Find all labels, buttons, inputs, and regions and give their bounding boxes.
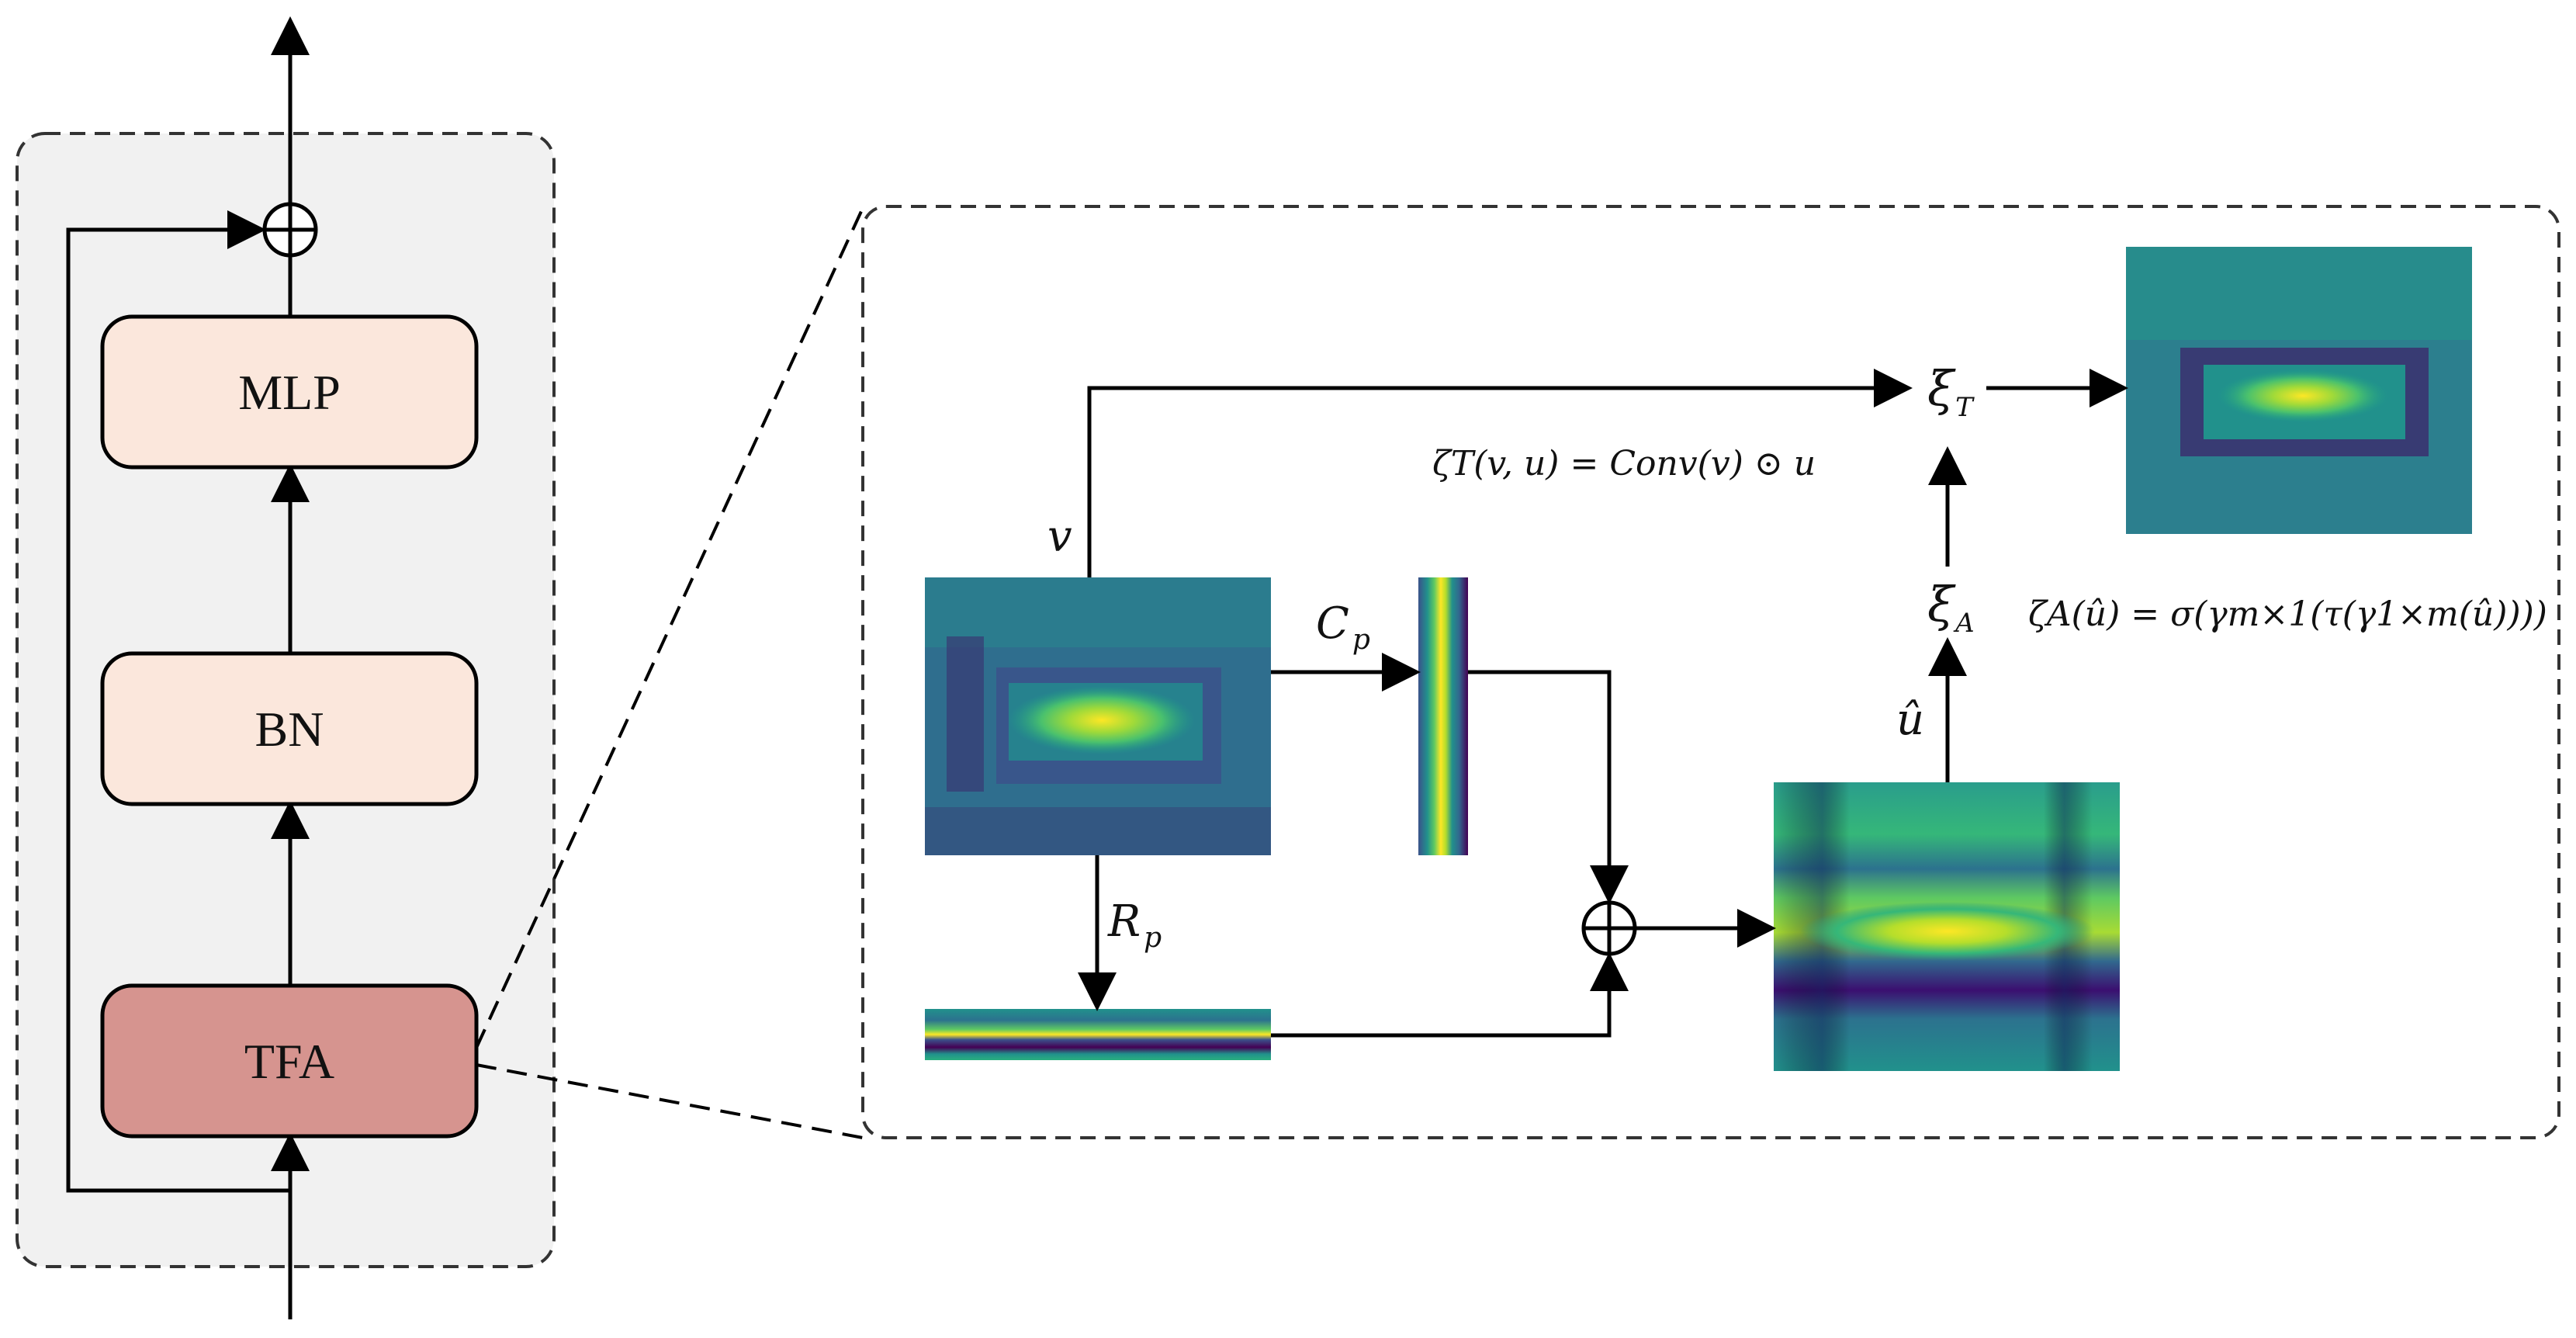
v-label: v <box>1047 511 1072 562</box>
xi-t-label: ξT <box>1927 360 1975 423</box>
tfa-label: TFA <box>244 1034 334 1089</box>
residual-add-node <box>262 202 318 258</box>
residual-connection <box>66 210 290 1193</box>
u-hat-label: û <box>1896 695 1924 745</box>
encoder-block-panel: MLP BN TFA <box>16 16 556 1319</box>
mlp-label: MLP <box>238 365 341 420</box>
zeta-a-formula: ζA(û) = σ(γm×1(τ(γ1×m(û)))) <box>2028 594 2547 634</box>
tfa-block: TFA <box>100 983 479 1139</box>
fused-feature-map <box>1774 782 2120 1071</box>
xi-a-label: ξA <box>1927 576 1975 639</box>
v-to-xi-t-arrow <box>1087 369 1913 577</box>
row-to-add-arrow <box>1271 952 1629 1038</box>
input-feature-map <box>925 577 1271 855</box>
column-to-add-arrow <box>1468 670 1629 904</box>
output-feature-map <box>2126 247 2472 534</box>
zeta-t-formula: ζT(v, u) = Conv(v) ⊙ u <box>1432 444 1816 484</box>
column-pooling-map <box>1418 577 1468 855</box>
mlp-block: MLP <box>100 314 479 470</box>
bn-label: BN <box>255 702 324 757</box>
row-pooling-map <box>925 1009 1271 1060</box>
bn-block: BN <box>100 651 479 806</box>
zoom-line-bottom <box>476 1063 864 1139</box>
pooling-add-node <box>1581 900 1637 956</box>
